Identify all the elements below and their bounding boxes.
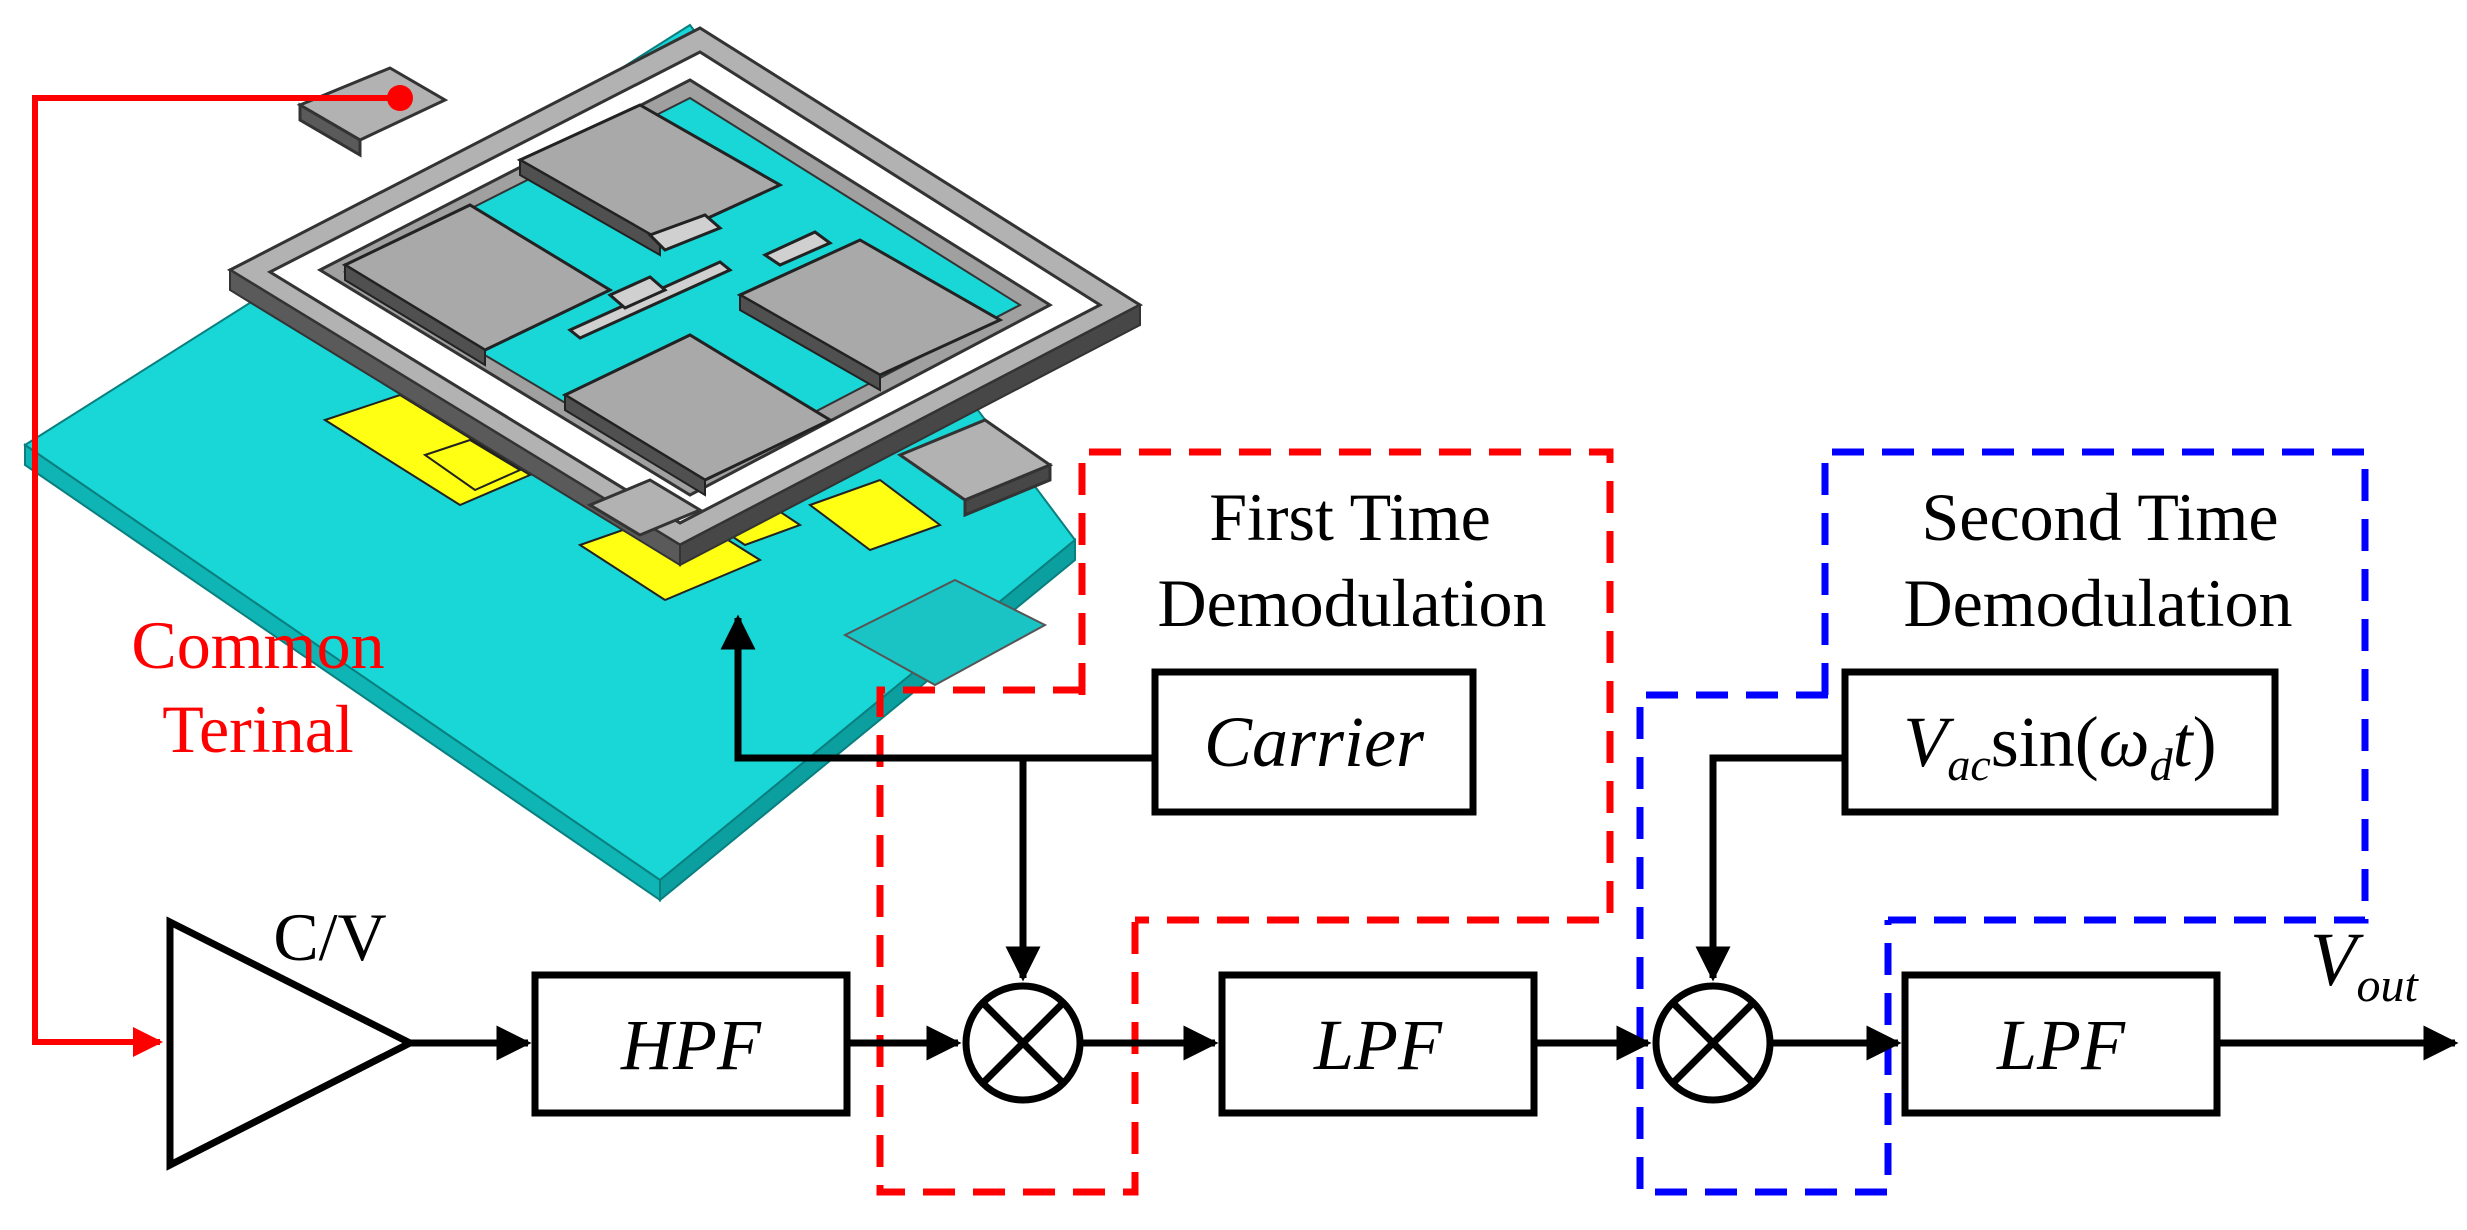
vac-block bbox=[1841, 668, 2279, 816]
second-demod-group bbox=[1636, 448, 2369, 1196]
coupling-beams bbox=[567, 213, 833, 340]
lpf1-label: LPF bbox=[1313, 1005, 1443, 1085]
lpf2-label: LPF bbox=[1996, 1005, 2126, 1085]
carrier-block bbox=[1151, 668, 1477, 816]
proof-mass-top bbox=[516, 103, 784, 257]
proof-mass-left bbox=[341, 203, 614, 367]
mixer-2 bbox=[1652, 982, 1774, 1104]
anchor-tabs bbox=[296, 66, 1054, 537]
first-demod-label: First Time bbox=[1209, 479, 1491, 555]
cv-label: C/V bbox=[273, 899, 386, 975]
common-terminal-wire bbox=[32, 85, 413, 1057]
mems-gyroscope-illustration bbox=[23, 23, 1144, 903]
first-demod-label-line2: Demodulation bbox=[1157, 565, 1546, 641]
second-demod-label-line2: Demodulation bbox=[1903, 565, 2292, 641]
common-terminal-label: Common bbox=[131, 607, 384, 683]
first-demod-group bbox=[876, 448, 1614, 1196]
proof-masses bbox=[341, 103, 1004, 497]
second-demod-label: Second Time bbox=[1921, 479, 2278, 555]
wire-carrier-to-device bbox=[720, 614, 1023, 762]
wire-vac-to-mixer2 bbox=[1695, 754, 1845, 982]
hpf-block bbox=[531, 971, 851, 1117]
glass-pad bbox=[842, 578, 1048, 687]
proof-mass-bottom bbox=[561, 333, 834, 497]
vac-label: Vacsin(ωdt) bbox=[1903, 702, 2216, 790]
common-terminal-label-line2: Terinal bbox=[162, 691, 354, 767]
proof-mass-right bbox=[736, 238, 1004, 392]
cv-amplifier bbox=[166, 916, 418, 1171]
lpf2-block bbox=[1901, 971, 2221, 1117]
output-label: Vout bbox=[2310, 918, 2419, 1012]
mixer-1 bbox=[962, 982, 1084, 1104]
carrier-label: Carrier bbox=[1204, 702, 1425, 782]
hpf-label: HPF bbox=[620, 1005, 762, 1085]
